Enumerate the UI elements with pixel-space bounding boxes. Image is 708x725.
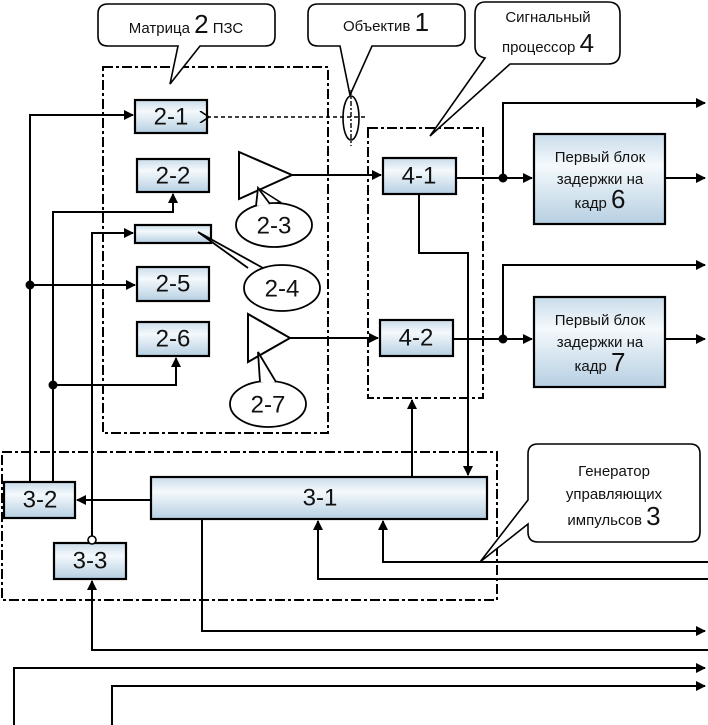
block-2-2: 2-2 (135, 157, 211, 194)
svg-text:импульсов 3: импульсов 3 (567, 501, 660, 531)
callout-lens: Объектив 1 (307, 3, 466, 98)
line-input-to-3-3 (87, 580, 708, 651)
callout-generator-line3: импульсов (567, 512, 646, 529)
generator-frame (1, 451, 498, 601)
line-3-2-to-2-2 (52, 193, 178, 482)
block-3-2: 3-2 (2, 480, 77, 520)
amplifier-2-3-icon (238, 150, 295, 201)
block-2-4 (133, 223, 213, 245)
junction-dot (498, 173, 508, 183)
block-3-1: 3-1 (149, 475, 489, 521)
svg-text:Матрица 2 ПЗС: Матрица 2 ПЗС (129, 9, 244, 39)
amplifier-2-7-icon (247, 312, 293, 364)
delay-block-6-num: 6 (611, 184, 625, 214)
block-2-6: 2-6 (135, 320, 211, 358)
callout-generator-line1: Генератор (578, 463, 650, 480)
line-bottom-output-2 (111, 681, 706, 725)
callout-processor-line2: процессор (502, 39, 580, 56)
callout-matrix-text: Матрица (129, 20, 194, 37)
block-4-2: 4-2 (378, 318, 455, 358)
callout-matrix-num: 2 (194, 9, 208, 39)
delay-block-6-line3: кадр (575, 195, 612, 212)
block-3-3-label: 3-3 (73, 548, 108, 575)
ellipse-2-7-label: 2-7 (251, 392, 286, 419)
delay-block-7-line3: кадр (575, 358, 612, 375)
block-2-2-label: 2-2 (156, 163, 191, 190)
line-3-2-to-2-1 (29, 110, 134, 482)
delay-block-6-line2: задержки на (557, 171, 644, 188)
callout-processor-line1: Сигнальный (505, 9, 590, 26)
block-4-1: 4-1 (381, 156, 458, 196)
delay-block-6: Первый блок задержки на кадр 6 (532, 132, 667, 226)
processor-frame (367, 127, 484, 399)
connections (13, 98, 708, 725)
ellipse-2-3: 2-3 (235, 185, 313, 248)
ellipse-2-4: 2-4 (197, 231, 321, 312)
delay-block-7: Первый блок задержки на кадр 7 (532, 295, 667, 389)
line-3-2-to-2-6 (53, 357, 181, 386)
junction-dot (25, 280, 35, 290)
block-3-2-label: 3-2 (23, 487, 58, 514)
callout-lens-num: 1 (415, 7, 429, 37)
block-2-5-label: 2-5 (156, 271, 191, 298)
block-3-1-label: 3-1 (303, 485, 338, 512)
svg-text:процессор 4: процессор 4 (502, 28, 594, 58)
block-2-6-label: 2-6 (156, 326, 191, 353)
callout-matrix: Матрица 2 ПЗС (97, 3, 276, 85)
line-bottom-output-1 (13, 663, 706, 725)
junction-dot (498, 334, 508, 344)
callout-lens-text: Объектив (343, 18, 415, 35)
callout-processor-num: 4 (580, 28, 594, 58)
delay-block-7-line2: задержки на (557, 334, 644, 351)
callout-generator: Генератор управляющих импульсов 3 (479, 443, 701, 563)
callout-generator-num: 3 (646, 501, 660, 531)
line-input-to-3-1-b (313, 520, 708, 580)
line-4-1-to-3-1 (418, 194, 473, 476)
lens-icon (342, 90, 360, 146)
ellipse-2-3-label: 2-3 (257, 213, 292, 240)
line-3-3-to-2-4 (91, 228, 134, 538)
callout-generator-line2: управляющих (566, 486, 663, 503)
block-2-5: 2-5 (135, 265, 211, 303)
line-4-1-output-top (502, 98, 706, 178)
junction-dot (48, 380, 58, 390)
callout-processor: Сигнальный процессор 4 (429, 1, 621, 137)
block-4-1-label: 4-1 (402, 163, 437, 190)
block-3-3: 3-3 (52, 541, 128, 581)
delay-block-7-num: 7 (611, 347, 625, 377)
inverted-input-icon (87, 535, 97, 545)
line-3-1-output (201, 519, 706, 636)
svg-text:кадр 6: кадр 6 (575, 184, 626, 214)
matrix-frame (102, 66, 329, 434)
line-4-2-output-top (502, 260, 706, 339)
delay-block-7-line1: Первый блок (555, 312, 646, 329)
callout-matrix-suffix: ПЗС (209, 20, 244, 37)
svg-text:Объектив 1: Объектив 1 (343, 7, 429, 37)
ellipse-2-7: 2-7 (229, 351, 307, 428)
ellipse-2-4-label: 2-4 (265, 276, 300, 303)
block-2-1-label: 2-1 (154, 104, 189, 131)
delay-block-6-line1: Первый блок (555, 149, 646, 166)
line-input-to-3-1-a (378, 520, 708, 563)
svg-text:кадр 7: кадр 7 (575, 347, 626, 377)
block-4-2-label: 4-2 (399, 325, 434, 352)
block-2-1: 2-1 (133, 98, 209, 135)
